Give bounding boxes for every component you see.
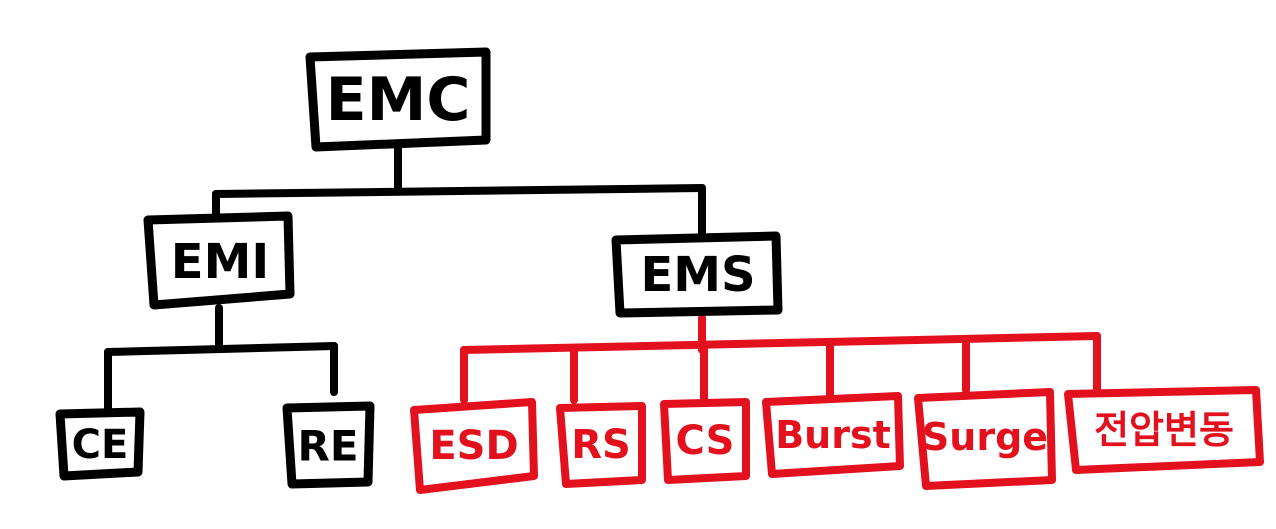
node-esd-label: ESD bbox=[429, 423, 518, 469]
node-voltage-variation-label: 전압변동 bbox=[1094, 408, 1234, 452]
node-surge: Surge bbox=[914, 388, 1056, 490]
node-burst-label: Burst bbox=[775, 413, 891, 457]
node-surge-label: Surge bbox=[922, 415, 1048, 459]
node-cs: CS bbox=[660, 398, 750, 484]
node-ems-label: EMS bbox=[640, 247, 755, 303]
node-rs: RS bbox=[556, 402, 646, 488]
connector-ems-bar bbox=[460, 332, 1101, 354]
node-emc: EMC bbox=[305, 47, 491, 152]
connector-emi-bar bbox=[104, 342, 338, 356]
node-rs-label: RS bbox=[571, 422, 631, 468]
node-emi: EMI bbox=[143, 211, 295, 310]
connector-emc-bar bbox=[212, 184, 706, 198]
node-re: RE bbox=[282, 401, 375, 489]
node-cs-label: CS bbox=[676, 418, 735, 464]
node-emc-label: EMC bbox=[326, 65, 471, 135]
node-re-label: RE bbox=[297, 422, 358, 471]
node-esd: ESD bbox=[410, 398, 538, 494]
node-burst: Burst bbox=[762, 392, 904, 478]
node-ems: EMS bbox=[611, 231, 783, 318]
node-emi-label: EMI bbox=[171, 234, 269, 290]
node-ce-label: CE bbox=[72, 422, 129, 468]
node-voltage-variation: 전압변동 bbox=[1064, 386, 1264, 474]
node-ce: CE bbox=[55, 407, 145, 481]
black-connectors bbox=[104, 144, 706, 416]
red-connectors bbox=[460, 314, 1101, 404]
